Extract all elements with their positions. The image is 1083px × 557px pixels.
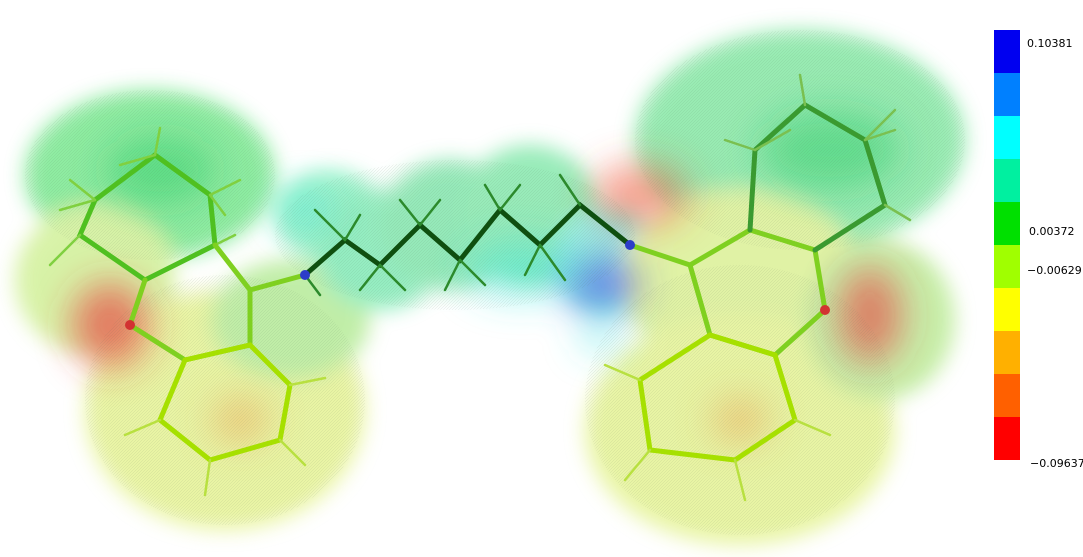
legend-max-label: 0.10381	[1027, 37, 1073, 50]
legend-min-label: −0.09637	[1030, 457, 1083, 470]
legend-swatch	[994, 202, 1020, 245]
heteroatoms	[125, 240, 830, 330]
legend-swatch	[994, 245, 1020, 288]
molecule-bonds	[48, 73, 912, 502]
legend-swatch	[994, 374, 1020, 417]
legend-swatch	[994, 417, 1020, 460]
legend-mid-high-label: 0.00372	[1029, 225, 1075, 238]
potential-surface	[15, 30, 965, 545]
legend-swatch	[994, 331, 1020, 374]
legend-swatch	[994, 30, 1020, 73]
legend-swatch	[994, 288, 1020, 331]
color-scale-legend	[994, 30, 1020, 460]
legend-swatch	[994, 159, 1020, 202]
legend-mid-low-label: −0.00629	[1027, 264, 1082, 277]
legend-swatch	[994, 73, 1020, 116]
legend-swatch	[994, 116, 1020, 159]
